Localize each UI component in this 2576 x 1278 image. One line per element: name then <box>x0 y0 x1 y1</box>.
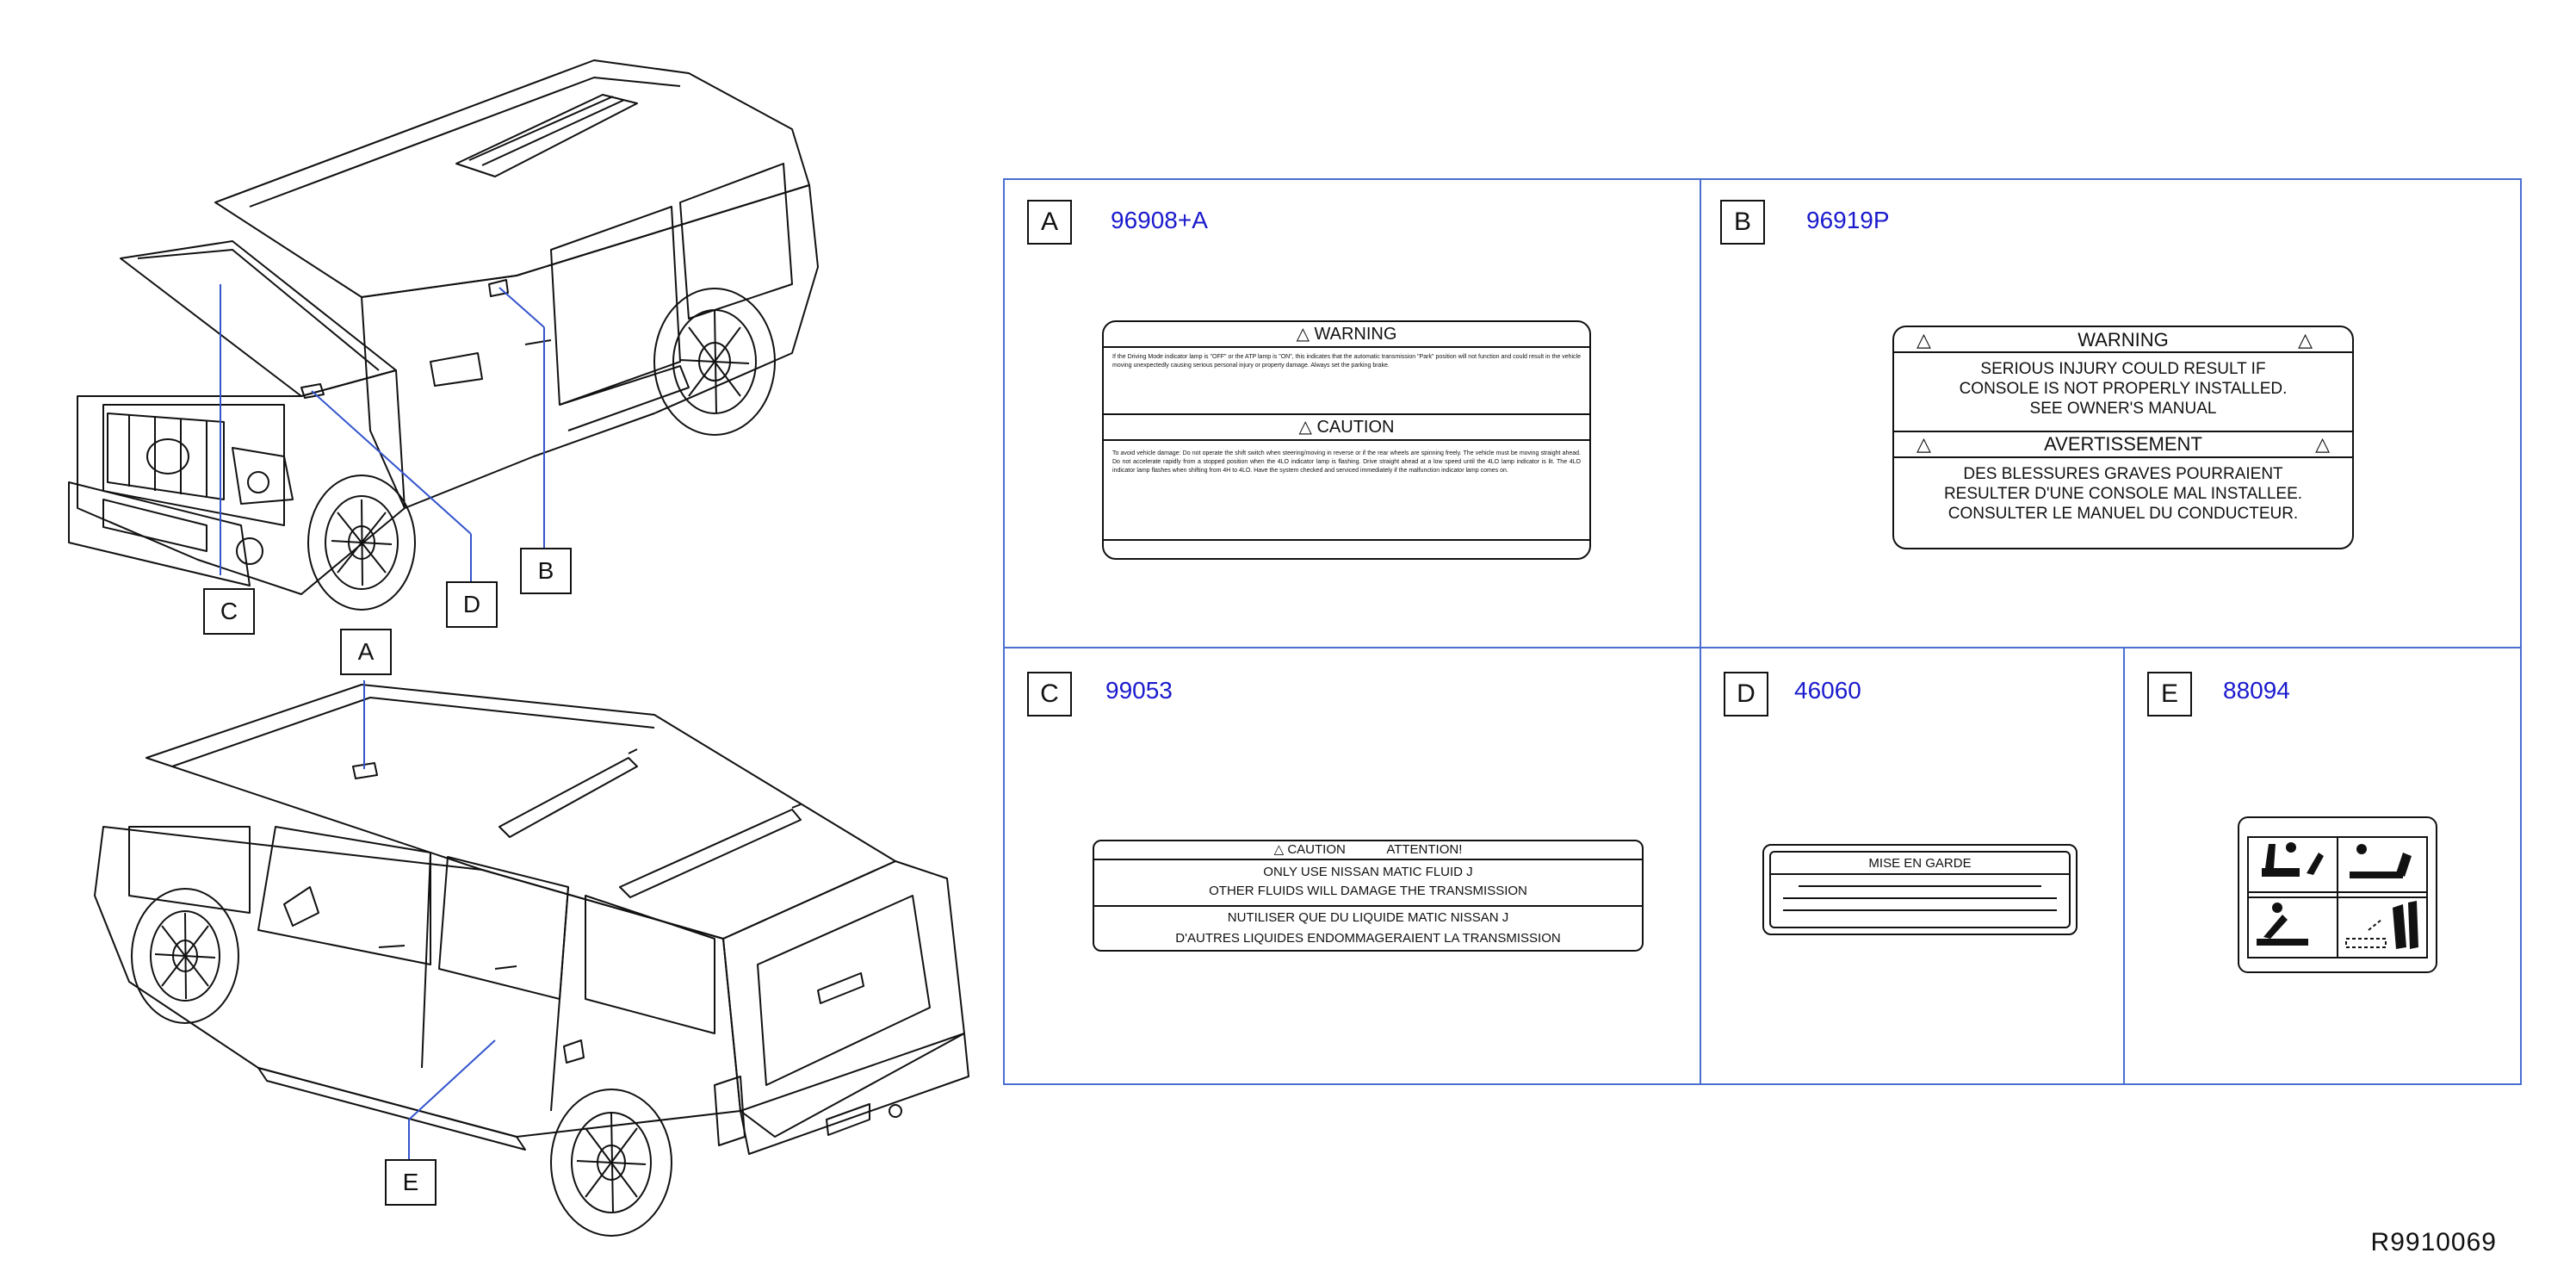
label-b-avert-line-2: RESULTER D'UNE CONSOLE MAL INSTALLEE. <box>1943 485 2303 503</box>
warning-triangle-icon: △ <box>1296 325 1315 344</box>
label-c-header: △ CAUTION ATTENTION! <box>1094 841 1642 860</box>
panel-d-part-number[interactable]: 46060 <box>1794 677 1861 704</box>
panel-a-letter: A <box>1027 200 1072 245</box>
label-b-avert-title: AVERTISSEMENT <box>2044 433 2202 455</box>
label-c-attention: ATTENTION! <box>1386 842 1463 857</box>
label-c-line-1: ONLY USE NISSAN MATIC FLUID J <box>1263 865 1473 879</box>
callout-c[interactable]: C <box>203 588 255 635</box>
grid-divider-horizontal <box>1003 647 2522 648</box>
label-b-warning-header: △ WARNING △ <box>1894 327 2352 353</box>
label-a-caution-title: CAUTION <box>1316 418 1395 437</box>
avert-triangle-left-icon: △ <box>1917 433 1931 455</box>
label-a-caution-text: To avoid vehicle damage: Do not operate … <box>1112 450 1581 474</box>
label-e <box>2238 816 2437 973</box>
label-b-warning-line-3: SEE OWNER'S MANUAL <box>2029 400 2217 418</box>
label-a-bottom-rule <box>1104 539 1589 541</box>
label-a: △ WARNING If the Driving Mode indicator … <box>1102 320 1591 560</box>
label-d-text-line-3 <box>1783 909 2057 911</box>
label-b-avert-line-1: DES BLESSURES GRAVES POURRAIENT <box>1963 465 2283 483</box>
panel-c-part-number[interactable]: 99053 <box>1105 677 1173 704</box>
label-a-warning-text: If the Driving Mode indicator lamp is "O… <box>1112 354 1581 369</box>
grid-divider-vertical-de <box>2123 647 2125 1085</box>
grid-divider-vertical-main <box>1700 178 1701 1085</box>
panel-e-part-number[interactable]: 88094 <box>2223 677 2290 704</box>
avert-triangle-right-icon: △ <box>2315 433 2330 455</box>
front-view-vehicle <box>68 59 819 611</box>
label-c-line-2: OTHER FLUIDS WILL DAMAGE THE TRANSMISSIO… <box>1209 884 1527 898</box>
label-b-warning-title: WARNING <box>2078 329 2169 351</box>
panel-b-letter: B <box>1720 200 1765 245</box>
rear-view-vehicle <box>94 684 969 1237</box>
label-b: △ WARNING △ SERIOUS INJURY COULD RESULT … <box>1892 326 2354 549</box>
label-a-warning-title: WARNING <box>1314 325 1397 344</box>
warning-triangle-right-icon: △ <box>2298 329 2313 351</box>
caution-triangle-icon: △ <box>1273 842 1288 857</box>
label-a-warning-header: △ WARNING <box>1104 322 1589 348</box>
label-d-title: MISE EN GARDE <box>1771 854 2069 875</box>
panel-c-letter: C <box>1027 672 1072 717</box>
label-d-text-line-1 <box>1799 885 2041 887</box>
label-d-inner: MISE EN GARDE <box>1769 851 2071 928</box>
label-c-line-3: NUTILISER QUE DU LIQUIDE MATIC NISSAN J <box>1227 910 1509 925</box>
panel-b-part-number[interactable]: 96919P <box>1806 207 1890 233</box>
label-b-warning-line-2: CONSOLE IS NOT PROPERLY INSTALLED. <box>1959 380 2288 398</box>
panel-e-letter: E <box>2147 672 2192 717</box>
panel-d-letter: D <box>1724 672 1768 717</box>
callout-b[interactable]: B <box>520 548 572 594</box>
label-a-caution-header: △ CAUTION <box>1104 413 1589 441</box>
label-c-line-4: D'AUTRES LIQUIDES ENDOMMAGERAIENT LA TRA… <box>1175 931 1561 946</box>
label-b-avert-line-3: CONSULTER LE MANUEL DU CONDUCTEUR. <box>1947 505 2299 523</box>
callout-d[interactable]: D <box>446 581 498 628</box>
label-d-text-line-2 <box>1783 897 2057 899</box>
seat-folding-pictogram-icon <box>2247 836 2428 958</box>
panel-a-part-number[interactable]: 96908+A <box>1111 207 1208 233</box>
label-c-caution: CAUTION <box>1287 842 1346 857</box>
label-c: △ CAUTION ATTENTION! ONLY USE NISSAN MAT… <box>1093 840 1644 952</box>
label-b-avert-header: △ AVERTISSEMENT △ <box>1894 431 2352 458</box>
warning-triangle-left-icon: △ <box>1917 329 1931 351</box>
label-c-divider <box>1094 905 1642 907</box>
label-b-warning-line-1: SERIOUS INJURY COULD RESULT IF <box>1980 360 2266 378</box>
label-d: MISE EN GARDE <box>1762 844 2078 935</box>
callout-e[interactable]: E <box>385 1159 437 1206</box>
vehicle-illustrations <box>68 59 969 1237</box>
caution-triangle-icon: △ <box>1298 418 1317 437</box>
diagram-reference-code: R9910069 <box>2370 1228 2497 1256</box>
callout-a[interactable]: A <box>340 629 392 675</box>
label-grid <box>1003 178 2522 1085</box>
